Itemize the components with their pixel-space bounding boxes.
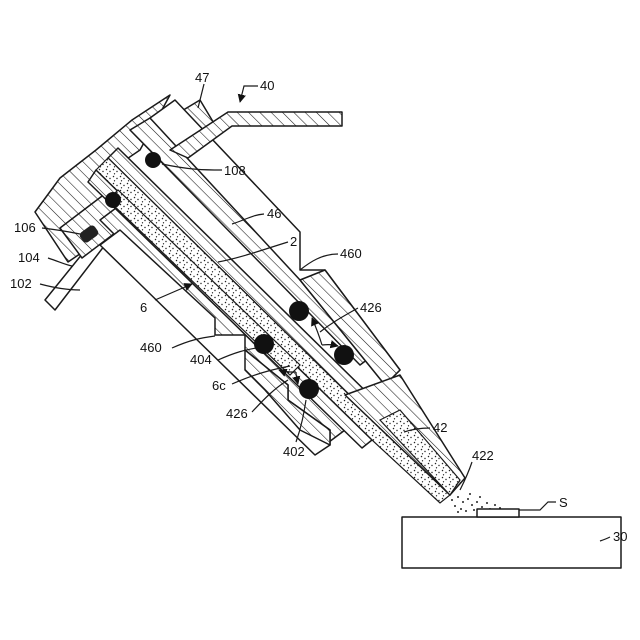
ball-upper [105, 192, 121, 208]
label-46: 46 [267, 206, 281, 221]
arrow-40 [240, 86, 258, 102]
label-106: 106 [14, 220, 36, 235]
ball-402 [299, 379, 319, 399]
label-460-lower: 460 [140, 340, 162, 355]
ball-426-right [334, 345, 354, 365]
ball-108 [145, 152, 161, 168]
label-104: 104 [18, 250, 40, 265]
sample-S [477, 509, 519, 517]
label-422: 422 [472, 448, 494, 463]
label-460-upper: 460 [340, 246, 362, 261]
label-2: 2 [290, 234, 297, 249]
label-108: 108 [224, 163, 246, 178]
label-42: 42 [433, 420, 447, 435]
flow-arrow-right [322, 345, 338, 346]
label-40: 40 [260, 78, 274, 93]
label-402: 402 [283, 444, 305, 459]
label-6: 6 [140, 300, 147, 315]
label-102: 102 [10, 276, 32, 291]
ball-404 [254, 334, 274, 354]
ball-426-upper [289, 301, 309, 321]
label-404: 404 [190, 352, 212, 367]
label-47: 47 [195, 70, 209, 85]
label-6c: 6c [212, 378, 226, 393]
leader-460a [300, 254, 338, 270]
label-30: 30 [613, 529, 627, 544]
inner-sleeve-6 [100, 205, 345, 445]
label-426-lower: 426 [226, 406, 248, 421]
stage-30 [402, 517, 621, 568]
leader-S [519, 502, 556, 510]
label-426-upper: 426 [360, 300, 382, 315]
label-S: S [559, 495, 568, 510]
